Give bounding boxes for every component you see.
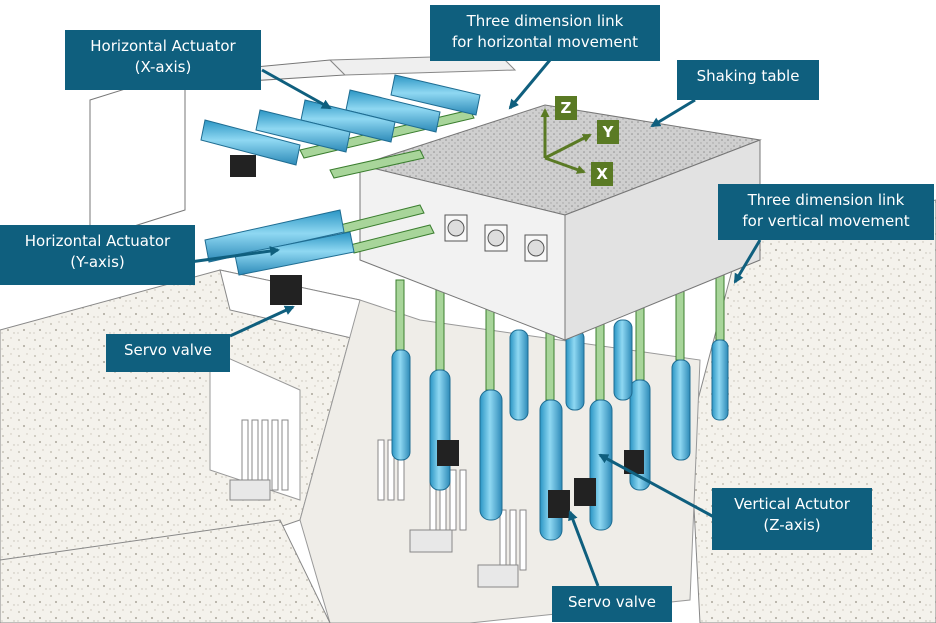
label-shaking-table: Shaking table — [677, 60, 819, 100]
label-servo-valve-bottom: Servo valve — [552, 586, 672, 622]
label-line: Three dimension link — [747, 191, 905, 209]
label-line: Three dimension link — [466, 12, 624, 30]
axis-label-z: Z — [555, 96, 577, 120]
label-line: Servo valve — [567, 593, 657, 611]
vertical-actuators — [391, 259, 729, 541]
axis-label-x: X — [591, 162, 613, 186]
label-vertical-actuator-z: Vertical Actutor (Z-axis) — [712, 488, 872, 550]
vertical-servo-valves — [437, 440, 644, 518]
shaking-table-platform — [358, 104, 762, 341]
label-line: Vertical Actutor — [734, 495, 850, 513]
label-line: for horizontal movement — [451, 33, 639, 51]
label-line: Horizontal Actuator — [90, 37, 236, 55]
label-line: Horizontal Actuator — [24, 232, 171, 250]
label-line: for vertical movement — [742, 212, 910, 230]
horizontal-actuators-y — [204, 209, 355, 276]
axis-indicator — [540, 108, 592, 174]
label-line: (X-axis) — [134, 58, 192, 76]
label-line: Servo valve — [123, 341, 213, 359]
horizontal-servo-valves — [230, 155, 302, 305]
label-line: Shaking table — [696, 67, 800, 85]
label-three-dim-link-horizontal: Three dimension link for horizontal move… — [430, 5, 660, 61]
label-servo-valve-left: Servo valve — [106, 334, 230, 372]
label-three-dim-link-vertical: Three dimension link for vertical moveme… — [718, 184, 934, 240]
label-horizontal-actuator-y: Horizontal Actuator (Y-axis) — [0, 225, 195, 285]
leader-arrows — [189, 59, 762, 587]
label-line: (Z-axis) — [763, 516, 821, 534]
horizontal-actuators-x — [200, 74, 481, 166]
label-horizontal-actuator-x: Horizontal Actuator (X-axis) — [65, 30, 261, 90]
axis-label-y: Y — [597, 120, 619, 144]
label-line: (Y-axis) — [70, 253, 125, 271]
